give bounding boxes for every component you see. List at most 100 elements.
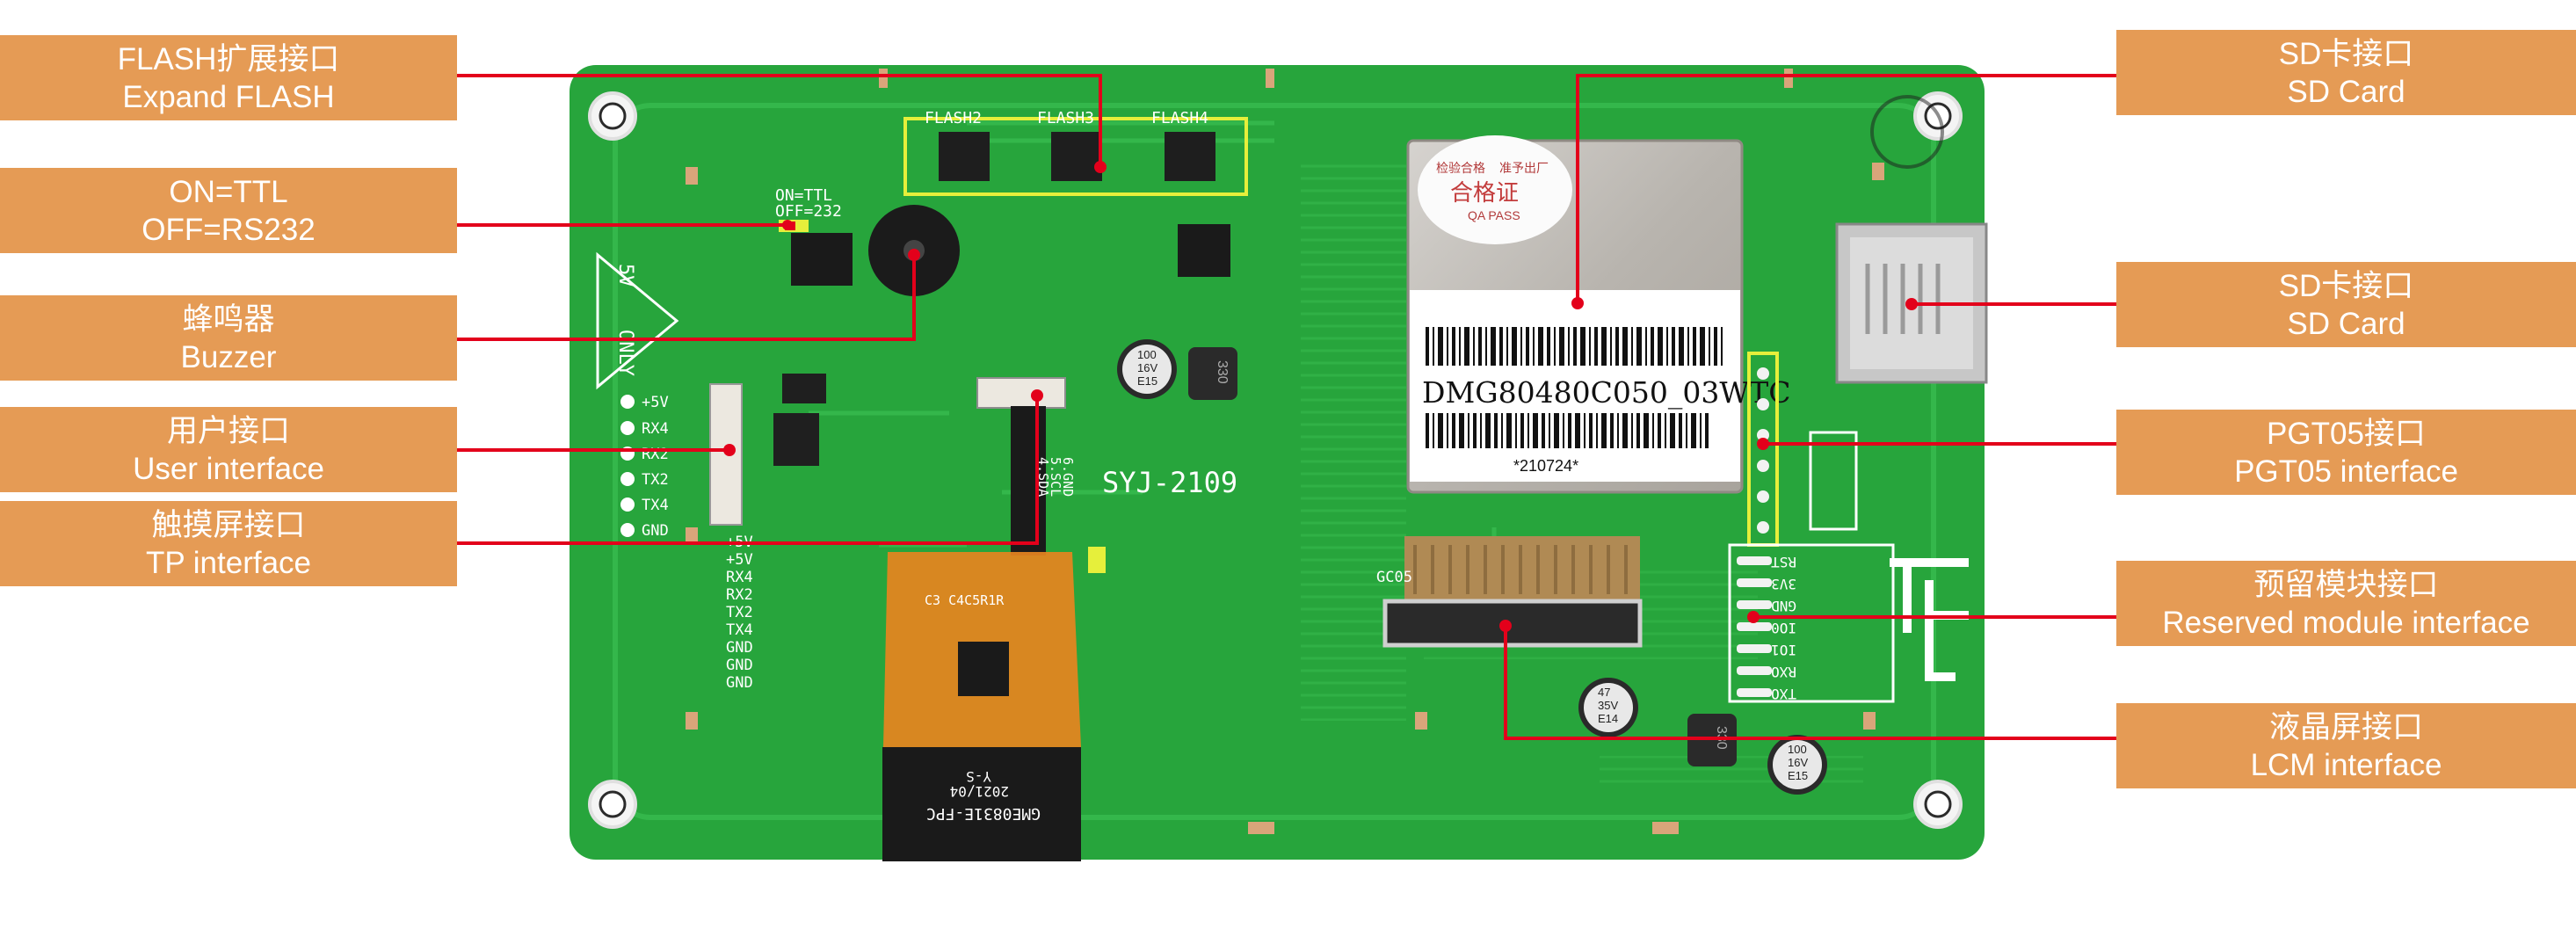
user-pin-2: RX4 [642, 420, 669, 438]
label-pgt-en: PGT05 interface [2234, 454, 2458, 489]
reserved-pin-1: RST [1771, 554, 1796, 570]
user-pin-1: +5V [642, 394, 669, 411]
label-sd1-en: SD Card [2287, 74, 2405, 109]
cap3-line1: 100 [1788, 743, 1807, 756]
qa-seal: 检验合格 准予出厂 合格证 QA PASS [1418, 135, 1572, 244]
tp-connector [976, 377, 1066, 409]
label-buzzer-cn: 蜂鸣器 [182, 301, 275, 337]
leader-lines [457, 74, 2116, 740]
cap2-line3: E14 [1598, 712, 1618, 725]
cap1-line1: 100 [1137, 348, 1157, 361]
capacitor-1: 100 16V E15 [1117, 339, 1177, 399]
model-label [1410, 290, 1740, 482]
reserved-pin-2: 3V3 [1771, 576, 1796, 592]
label-sd2-cn: SD卡接口 [2278, 268, 2414, 303]
cap2-line1: 47 [1598, 686, 1610, 699]
ttl-silk-on: ON=TTL [775, 186, 832, 205]
company-logo-silk [1890, 558, 1969, 681]
label-lcm-interface: 液晶屏接口 LCM interface [2116, 703, 2576, 788]
tp-fpc-chip [958, 642, 1009, 696]
pcb-border-trace [613, 103, 1936, 820]
reserved-silk-box [1728, 543, 1895, 703]
label-pgt-cn: PGT05接口 [2267, 416, 2426, 451]
power-pin-3: RX4 [726, 569, 753, 586]
tp-pin-6: 6.GND [1060, 457, 1076, 497]
inductor-silk: 330 [1215, 360, 1230, 384]
barcode-2 [1426, 413, 1709, 448]
copper-pads [686, 69, 1884, 834]
fpc-silk-name: GME0831E-FPC [926, 804, 1041, 823]
label-user-interface: 用户接口 User interface [0, 407, 457, 492]
pgt05-silk-box [1809, 431, 1858, 531]
label-lcm-cn: 液晶屏接口 [2268, 709, 2423, 744]
fpc-silk-date: 2021/04 [950, 783, 1009, 800]
qa-seal-top: 检验合格 [1436, 161, 1485, 175]
reserved-pin-7: TXO [1771, 686, 1796, 702]
tp-pin-5: 5.SCL [1048, 457, 1063, 497]
flash-silk-1: FLASH2 [925, 109, 982, 127]
label-ttl-rs232: ON=TTL OFF=RS232 [0, 168, 457, 253]
warning-silk-only: ONLY [614, 330, 636, 376]
flash-silk-3: FLASH4 [1151, 109, 1208, 127]
lcm-fpc-lines [1413, 545, 1628, 594]
qa-seal-sub: QA PASS [1468, 208, 1520, 222]
qa-seal-right: 准予出厂 [1499, 161, 1549, 175]
fpc-silk-rev: Y-S [966, 768, 991, 785]
qa-seal-main: 合格证 [1450, 179, 1519, 206]
user-pin-4: TX2 [642, 471, 669, 489]
regulator [773, 413, 819, 466]
power-pin-9: GND [726, 674, 753, 692]
power-pin-list: +5V +5V RX4 RX2 TX2 TX4 GND GND GND [726, 534, 753, 692]
fpc-chip-silk: C3 C4C5R1R [925, 592, 1005, 608]
label-reserved-en: Reserved module interface [2162, 605, 2530, 640]
model-number: DMG80480C050_03WTC [1422, 375, 1791, 410]
label-sd1-cn: SD卡接口 [2278, 36, 2414, 71]
label-tp-en: TP interface [145, 545, 312, 580]
barcode-1 [1426, 327, 1723, 366]
label-sd-card-1: SD卡接口 SD Card [2116, 30, 2576, 115]
label-ttl-en: OFF=RS232 [141, 212, 316, 247]
reserved-pin-4: IO0 [1771, 620, 1796, 636]
label-sd-card-2: SD卡接口 SD Card [2116, 262, 2576, 347]
power-pin-6: TX4 [726, 621, 753, 639]
label-buzzer: 蜂鸣器 Buzzer [0, 295, 457, 381]
power-pin-4: RX2 [726, 586, 753, 604]
label-user-en: User interface [133, 451, 324, 486]
tp-fpc-black [882, 747, 1081, 861]
power-pin-7: GND [726, 639, 753, 657]
tp-pin-silk: 6.GND 5.SCL 4.SDA [1035, 457, 1076, 497]
label-reserved-module: 预留模块接口 Reserved module interface [2116, 561, 2576, 646]
label-ttl-cn: ON=TTL [169, 174, 288, 209]
label-expand-flash-en: Expand FLASH [122, 79, 335, 114]
power-pin-5: TX2 [726, 604, 753, 621]
capacitor-2: 47 35V E14 [1578, 678, 1638, 737]
rs232-chip [791, 233, 853, 286]
leader-dots [723, 161, 1918, 632]
flash-highlight-box [903, 117, 1248, 196]
reserved-pin-5: IO1 [1771, 642, 1796, 658]
pgt05-pins [1757, 367, 1769, 534]
label-expand-flash: FLASH扩展接口 Expand FLASH [0, 35, 457, 120]
reserved-pin-6: RXO [1771, 664, 1796, 680]
flash-chip-1 [939, 132, 990, 181]
lcm-connector [1382, 599, 1643, 648]
user-pin-5: TX4 [642, 497, 669, 514]
label-user-cn: 用户接口 [166, 413, 290, 448]
flash-silk-2: FLASH3 [1037, 109, 1094, 127]
fpc-yellow-pad [1088, 547, 1106, 573]
warning-silk-5v: 5V [614, 264, 636, 287]
cap1-line2: 16V [1137, 361, 1157, 374]
label-pgt05-interface: PGT05接口 PGT05 interface [2116, 410, 2576, 495]
capacitor-3: 100 16V E15 [1767, 735, 1827, 795]
label-tp-cn: 触摸屏接口 [151, 507, 306, 542]
label-lcm-en: LCM interface [2250, 747, 2442, 782]
flash-chip-2 [1051, 132, 1102, 181]
user-pin-6: GND [642, 522, 669, 540]
serial-number: *210724* [1513, 457, 1578, 475]
gc05-silk: GC05 [1376, 569, 1412, 586]
voltage-warning-triangle [596, 251, 679, 390]
cap3-line3: E15 [1788, 769, 1808, 782]
cap3-line2: 16V [1788, 756, 1808, 769]
reserved-pin-pads [1737, 556, 1772, 697]
